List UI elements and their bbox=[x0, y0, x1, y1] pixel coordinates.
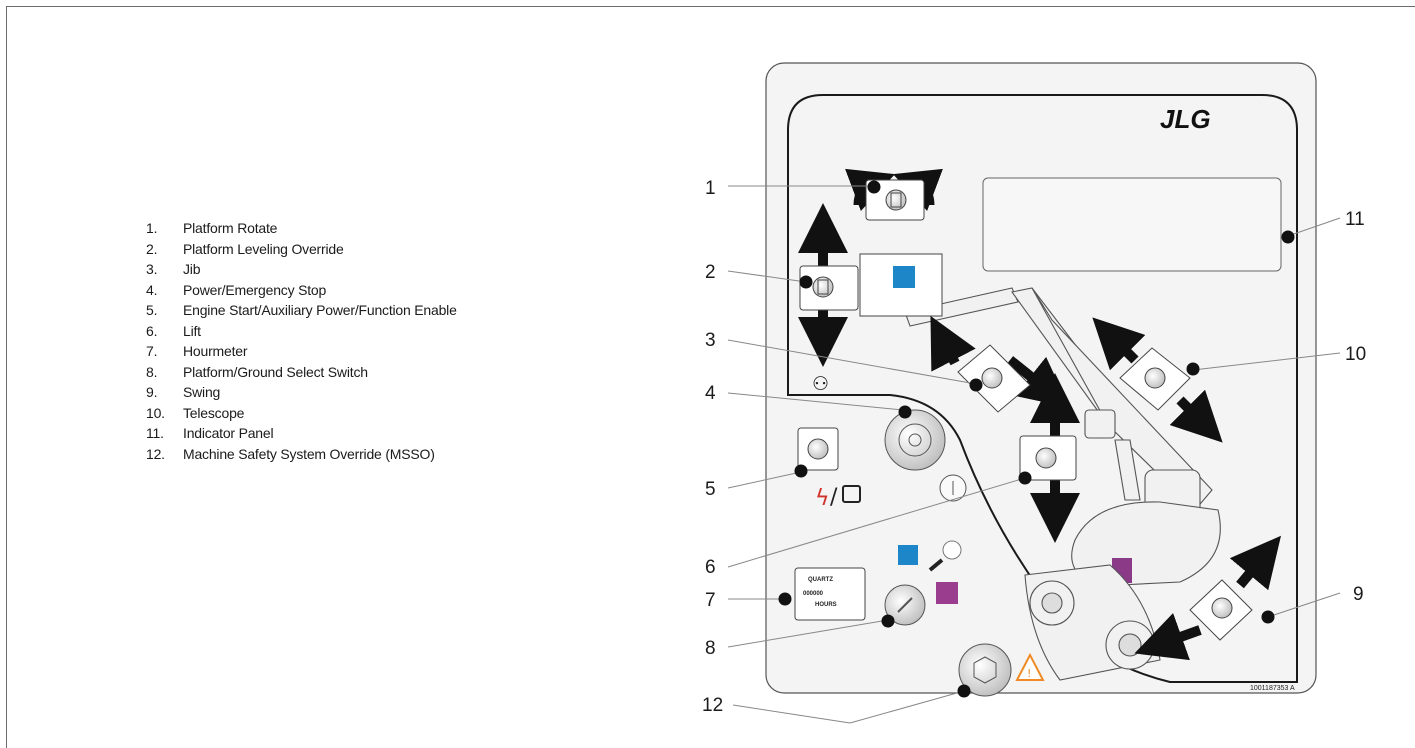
hourmeter: QUARTZ 000000 HOURS bbox=[794, 567, 866, 621]
lift-switch bbox=[1019, 373, 1080, 543]
jlg-logo: JLG bbox=[1160, 104, 1211, 134]
callout-dots bbox=[778, 180, 1295, 698]
callout-number: 9 bbox=[1353, 584, 1364, 605]
legend-item: 11.Indicator Panel bbox=[146, 425, 274, 442]
callout-number: 11 bbox=[1345, 209, 1365, 230]
select-switch bbox=[884, 540, 962, 626]
callout-number: 4 bbox=[705, 383, 716, 404]
legend-item: 12.Machine Safety System Override (MSSO) bbox=[146, 445, 435, 462]
callout-numbers: 1 2 3 4 5 6 7 8 9 10 11 12 bbox=[702, 178, 1366, 716]
callout-number: 2 bbox=[705, 262, 716, 283]
page-frame bbox=[6, 6, 1415, 748]
indicator-panel bbox=[982, 177, 1282, 272]
legend-item: 7.Hourmeter bbox=[146, 343, 248, 360]
legend-item: 2.Platform Leveling Override bbox=[146, 240, 344, 257]
legend-item: 4.Power/Emergency Stop bbox=[146, 281, 327, 298]
legend-item: 9.Swing bbox=[146, 384, 221, 401]
callout-number: 3 bbox=[705, 330, 716, 351]
legend-list: 1.Platform Rotate 2.Platform Leveling Ov… bbox=[146, 218, 457, 464]
svg-text:HOURS: HOURS bbox=[815, 602, 837, 608]
callout-number: 12 bbox=[702, 695, 723, 716]
svg-text:!: ! bbox=[1027, 667, 1031, 680]
svg-text:ϟ: ϟ bbox=[815, 486, 830, 511]
telescope-switch bbox=[1092, 317, 1223, 443]
emergency-stop-button: ⚇ bbox=[812, 374, 967, 502]
callout-number: 8 bbox=[705, 638, 716, 659]
msso-button: ! bbox=[958, 643, 1045, 697]
callout-number: 6 bbox=[705, 557, 716, 578]
svg-text:/: / bbox=[830, 485, 838, 510]
platform-rotate-switch bbox=[845, 168, 943, 221]
legend-item: 10.Telescope bbox=[146, 404, 245, 421]
legend-item: 5.Engine Start/Auxiliary Power/Function … bbox=[146, 302, 457, 319]
callout-number: 1 bbox=[705, 178, 716, 199]
platform-leveling-switch bbox=[798, 203, 915, 367]
callout-number: 7 bbox=[705, 590, 716, 611]
legend-item: 3.Jib bbox=[146, 261, 201, 278]
callout-number: 5 bbox=[705, 479, 716, 500]
swing-switch bbox=[1134, 535, 1282, 661]
legend-item: 6.Lift bbox=[146, 322, 201, 339]
leader-lines bbox=[727, 185, 1341, 724]
svg-text:000000: 000000 bbox=[803, 591, 824, 597]
part-number: 1001187353 A bbox=[1250, 685, 1295, 692]
svg-text:QUARTZ: QUARTZ bbox=[808, 577, 833, 583]
svg-text:⚇: ⚇ bbox=[812, 374, 829, 395]
callout-number: 10 bbox=[1345, 344, 1366, 365]
legend-item: 8.Platform/Ground Select Switch bbox=[146, 363, 368, 380]
legend-item: 1.Platform Rotate bbox=[146, 220, 278, 237]
engine-start-switch: ϟ / bbox=[797, 427, 861, 511]
